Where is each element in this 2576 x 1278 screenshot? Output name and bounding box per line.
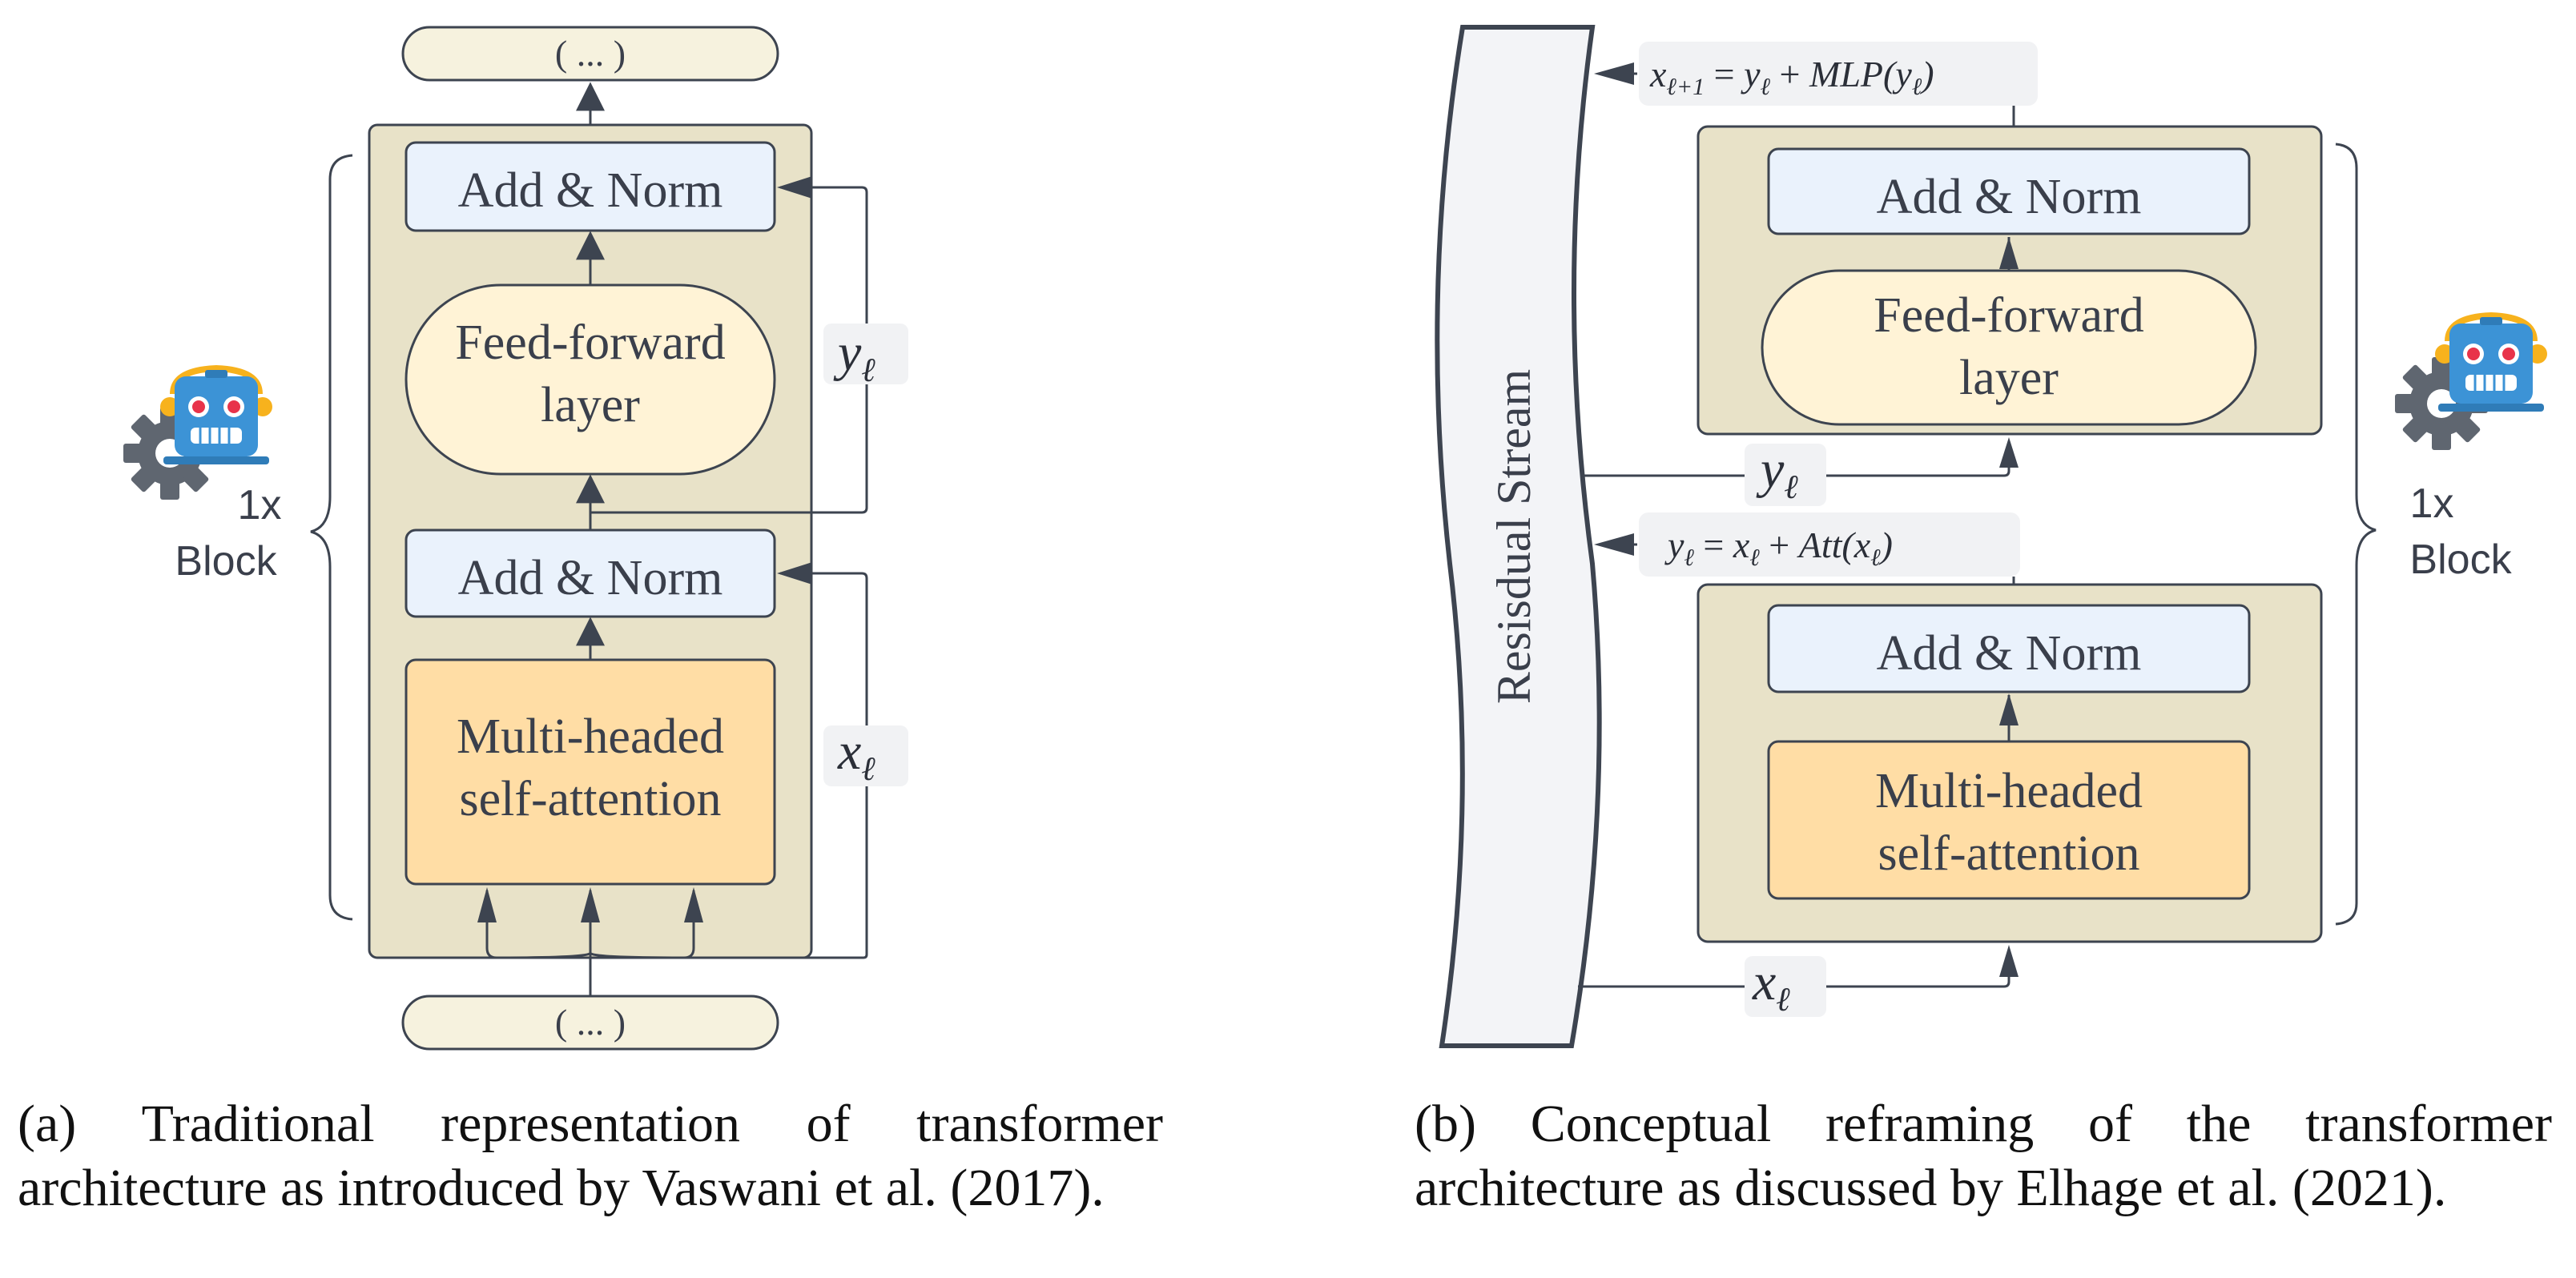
qkv-split-lines	[485, 890, 695, 996]
robot-icon-b	[2435, 311, 2547, 412]
qkv-arrowheads	[477, 887, 703, 922]
add-norm-bottom-box	[405, 528, 776, 618]
x-label-b: xℓ	[1752, 953, 1790, 1019]
panel-a: ( ... ) Add & Norm Feed-forward layer Ad…	[123, 26, 908, 1051]
attention-label-line2: self-attention	[459, 772, 721, 826]
block-brace	[310, 154, 353, 921]
equation-mid-arrowhead	[1594, 533, 1634, 556]
lower-add-norm-label: Add & Norm	[1877, 626, 2142, 681]
x-label-chip-b	[1745, 956, 1826, 1017]
attention-box-b	[1767, 740, 2251, 900]
lower-add-norm-box	[1767, 604, 2251, 693]
feed-forward-box	[405, 283, 776, 476]
equation-top-arrowhead	[1594, 62, 1634, 85]
add-norm-top-box	[405, 141, 776, 232]
add-norm-bottom-label: Add & Norm	[458, 551, 723, 605]
y-flow-line	[1583, 442, 2010, 477]
caption-b: (b) Conceptual reframing of the transfor…	[1415, 1095, 2552, 1217]
attention-label-line1: Multi-headed	[457, 709, 724, 764]
equation-top-chip	[1639, 42, 2038, 106]
input-ellipsis-label: ( ... )	[555, 1002, 626, 1043]
block-count-label: 1x	[238, 482, 282, 528]
feed-forward-b-line1: Feed-forward	[1874, 288, 2143, 343]
x-flow-arrowhead	[1999, 945, 2019, 977]
y-label-chip-b	[1745, 444, 1826, 506]
y-label: yℓ	[833, 324, 875, 389]
y-label-chip	[823, 324, 908, 384]
arrowhead-ffn-to-upper-addnorm	[1999, 237, 2019, 269]
feed-forward-b-line2: layer	[1959, 351, 2059, 405]
residual-y-arrowhead	[777, 176, 812, 199]
y-label-b: yℓ	[1756, 440, 1798, 506]
add-norm-top-label: Add & Norm	[458, 163, 723, 218]
arrowhead-attn-to-lower-addnorm	[1999, 693, 2019, 725]
attention-b-line2: self-attention	[1878, 826, 2139, 881]
upper-add-norm-label: Add & Norm	[1877, 170, 2142, 224]
residual-stream-banner	[1435, 25, 1602, 1048]
residual-stream-label: Resisdual Stream	[1487, 369, 1540, 704]
x-label-chip	[823, 725, 908, 786]
block-brace-b	[2335, 143, 2377, 926]
upper-add-norm-box	[1767, 147, 2251, 235]
equation-mid-chip	[1639, 512, 2020, 577]
caption-a: (a) Traditional representation of transf…	[18, 1095, 1163, 1217]
attention-b-line1: Multi-headed	[1875, 764, 2143, 818]
panel-b: Resisdual Stream xℓ+1 = yℓ + MLP(yℓ) Add…	[1435, 25, 2547, 1048]
y-flow-arrowhead	[1999, 437, 2019, 468]
block-word-label: Block	[175, 538, 277, 585]
input-ellipsis-box	[401, 995, 779, 1051]
attention-box	[405, 658, 776, 886]
residual-x-arrowhead	[777, 562, 812, 585]
output-ellipsis-box	[401, 26, 779, 82]
x-flow-line	[1578, 950, 2010, 988]
feed-forward-label-line2: layer	[541, 378, 640, 432]
equation-mid: yℓ = xℓ + Att(xℓ)	[1664, 524, 1893, 571]
block-word-label-b: Block	[2409, 537, 2512, 583]
feed-forward-box-b	[1761, 269, 2257, 426]
equation-top: xℓ+1 = yℓ + MLP(yℓ)	[1649, 54, 1934, 100]
block-count-label-b: 1x	[2410, 480, 2454, 527]
x-label: xℓ	[837, 722, 875, 788]
feed-forward-label-line1: Feed-forward	[455, 315, 725, 370]
output-ellipsis-label: ( ... )	[555, 33, 626, 74]
robot-icon	[160, 364, 272, 464]
